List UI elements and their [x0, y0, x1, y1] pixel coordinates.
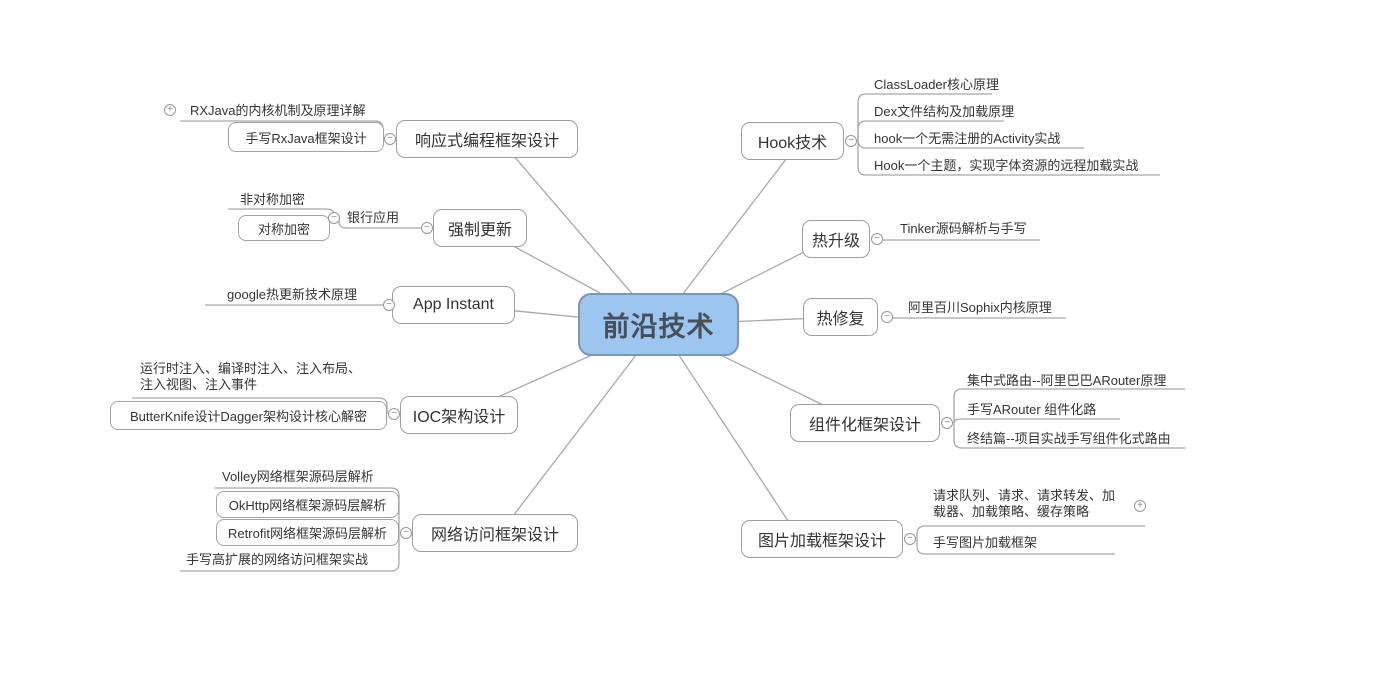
central-topic[interactable]: 前沿技术 — [578, 293, 739, 356]
collapse-icon-bank-app[interactable]: − — [328, 212, 340, 224]
subtopic-arouter-handwrite[interactable]: 手写ARouter 组件化路 — [967, 402, 1097, 417]
collapse-icon-network[interactable]: − — [400, 527, 412, 539]
subtopic-hook-theme[interactable]: Hook一个主题，实现字体资源的远程加载实战 — [874, 158, 1139, 173]
subtopic-arouter-principle[interactable]: 集中式路由--阿里巴巴ARouter原理 — [967, 373, 1167, 388]
collapse-icon-hot-fix[interactable]: − — [881, 311, 893, 323]
main-topic-hot-upgrade[interactable]: 热升级 — [802, 220, 870, 258]
subtopic-image-request-pipeline[interactable]: 请求队列、请求、请求转发、加载器、加载策略、缓存策略 — [933, 488, 1116, 519]
subtopic-butterknife-dagger[interactable]: ButterKnife设计Dagger架构设计核心解密 — [110, 401, 387, 430]
collapse-icon-image-loading[interactable]: − — [904, 533, 916, 545]
main-topic-hot-fix[interactable]: 热修复 — [803, 298, 878, 336]
subtopic-componentization-final[interactable]: 终结篇--项目实战手写组件化式路由 — [967, 431, 1171, 446]
subtopic-image-loader-handwrite[interactable]: 手写图片加载框架 — [933, 535, 1038, 550]
collapse-icon-ioc[interactable]: − — [388, 408, 400, 420]
main-topic-force-update[interactable]: 强制更新 — [433, 209, 527, 247]
subtopic-okhttp[interactable]: OkHttp网络框架源码层解析 — [216, 491, 399, 518]
expand-icon-request-pipeline[interactable]: + — [1134, 500, 1146, 512]
subtopic-rxjava-handwrite[interactable]: 手写RxJava框架设计 — [228, 122, 384, 152]
subtopic-rxjava-core[interactable]: RXJava的内核机制及原理详解 — [190, 103, 366, 118]
subtopic-volley[interactable]: Volley网络框架源码层解析 — [222, 469, 374, 484]
subtopic-hook-activity[interactable]: hook一个无需注册的Activity实战 — [874, 131, 1061, 146]
subtopic-network-handwrite[interactable]: 手写高扩展的网络访问框架实战 — [186, 552, 369, 567]
subtopic-symmetric-encryption[interactable]: 对称加密 — [238, 215, 330, 241]
subtopic-bank-app[interactable]: 银行应用 — [347, 210, 400, 225]
subtopic-sophix[interactable]: 阿里百川Sophix内核原理 — [908, 300, 1052, 315]
main-topic-ioc-architecture[interactable]: IOC架构设计 — [400, 396, 518, 434]
expand-icon-rxjava-core[interactable]: + — [164, 104, 176, 116]
collapse-icon-force-update[interactable]: − — [421, 222, 433, 234]
collapse-icon-hot-upgrade[interactable]: − — [871, 233, 883, 245]
main-topic-reactive-framework[interactable]: 响应式编程框架设计 — [396, 120, 578, 158]
main-topic-app-instant[interactable]: App Instant — [392, 286, 515, 324]
main-topic-hook[interactable]: Hook技术 — [741, 122, 844, 160]
collapse-icon-hook[interactable]: − — [845, 135, 857, 147]
main-topic-componentization[interactable]: 组件化框架设计 — [790, 404, 940, 442]
collapse-icon-reactive[interactable]: − — [384, 133, 396, 145]
collapse-icon-app-instant[interactable]: − — [383, 299, 395, 311]
subtopic-asymmetric-encryption[interactable]: 非对称加密 — [240, 192, 306, 207]
subtopic-google-hot-update[interactable]: google热更新技术原理 — [227, 287, 358, 302]
subtopic-classloader[interactable]: ClassLoader核心原理 — [874, 77, 999, 92]
subtopic-tinker[interactable]: Tinker源码解析与手写 — [900, 221, 1027, 236]
subtopic-dex[interactable]: Dex文件结构及加载原理 — [874, 104, 1015, 119]
subtopic-injection-types[interactable]: 运行时注入、编译时注入、注入布局、注入视图、注入事件 — [140, 361, 362, 392]
main-topic-network-framework[interactable]: 网络访问框架设计 — [412, 514, 578, 552]
collapse-icon-componentization[interactable]: − — [941, 417, 953, 429]
subtopic-retrofit[interactable]: Retrofit网络框架源码层解析 — [216, 519, 399, 546]
main-topic-image-loading[interactable]: 图片加载框架设计 — [741, 520, 903, 558]
